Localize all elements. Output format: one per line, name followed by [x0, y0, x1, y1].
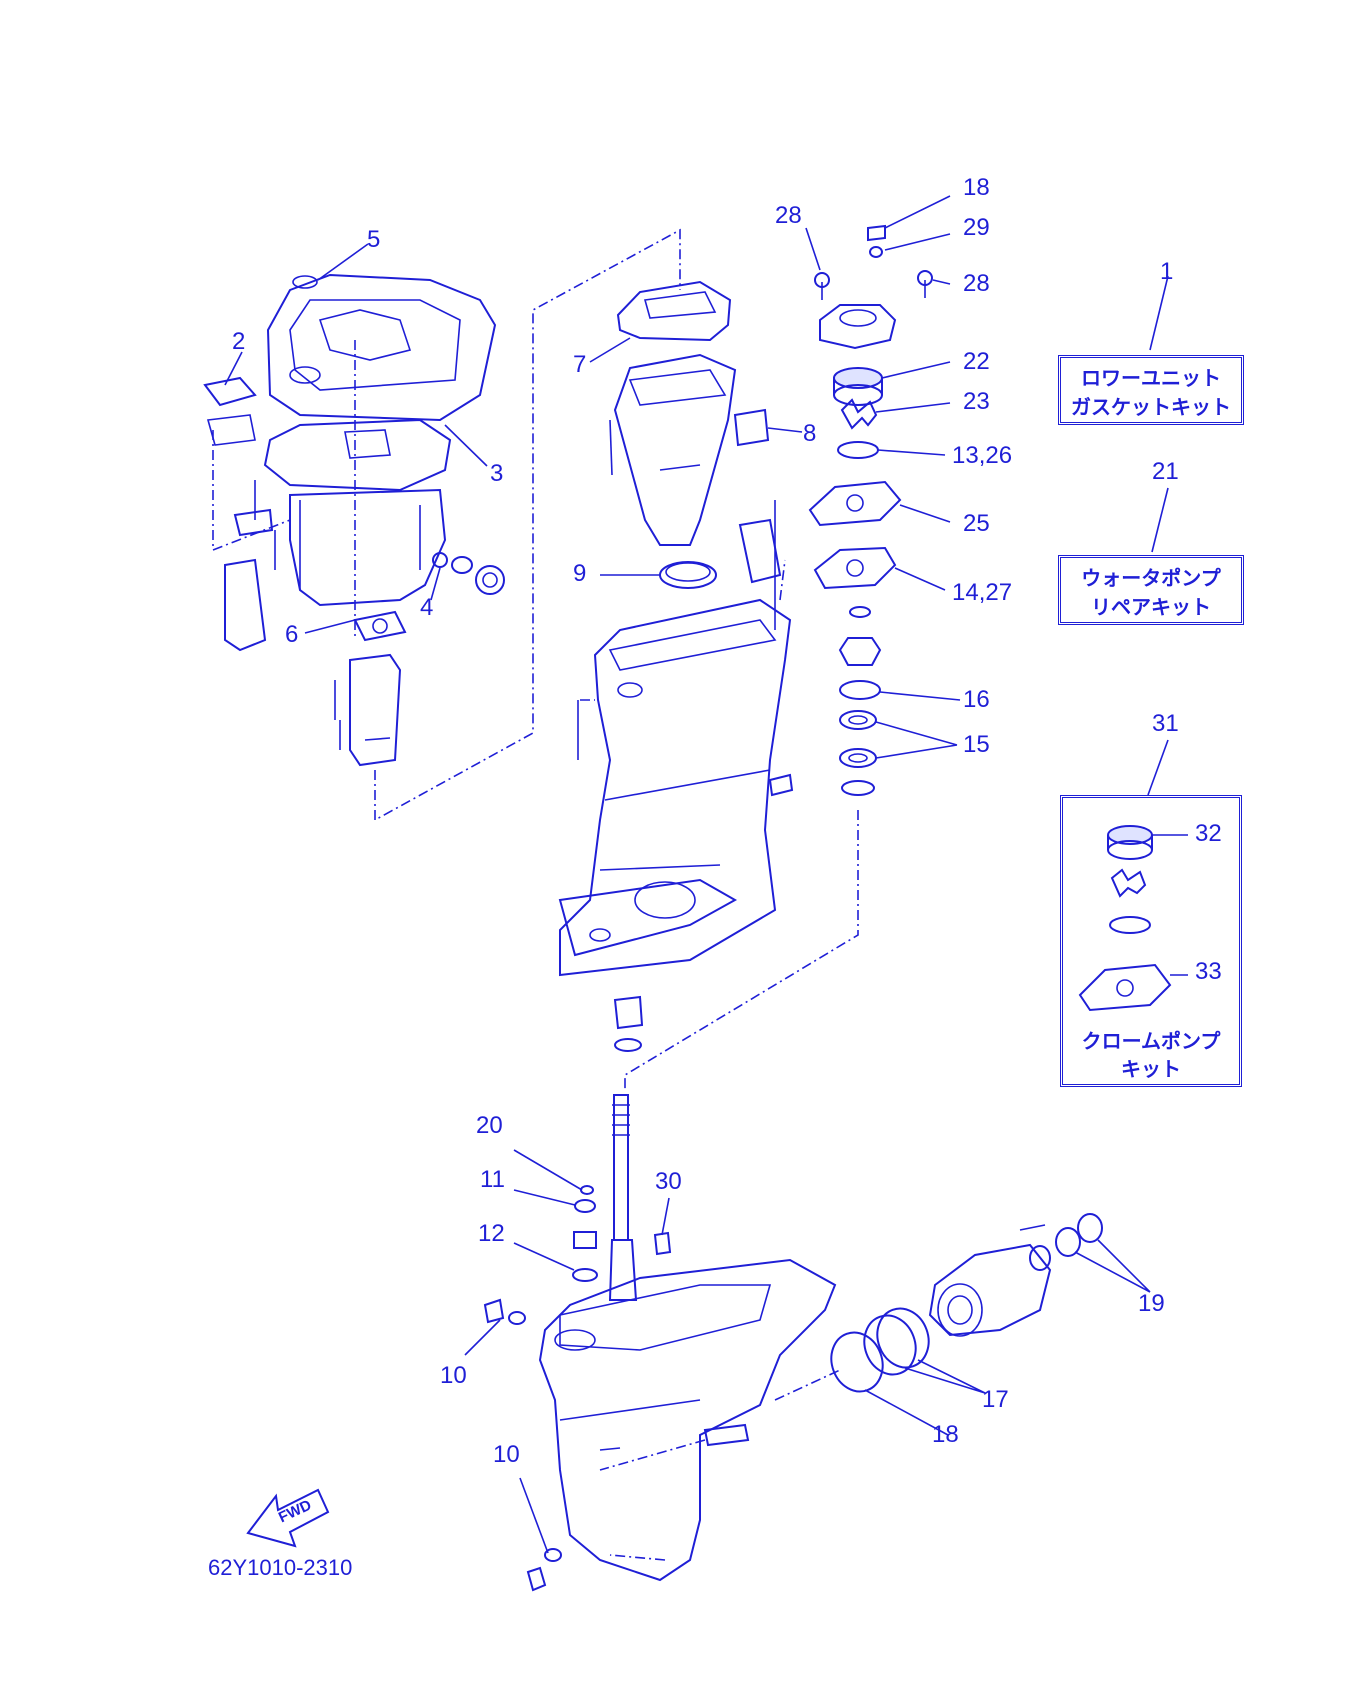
water-pump-stack [624, 224, 933, 1090]
gasket-kit-line2: ガスケットキット [1071, 395, 1231, 419]
callout-18: 18 [932, 1421, 959, 1448]
callout-10-upper: 10 [440, 1362, 467, 1389]
callout-31: 31 [1152, 710, 1179, 737]
chrome-pump-kit-line1: クロームポンプ [1081, 1029, 1221, 1053]
gasket-kit-box: ロワーユニット ガスケットキット [1058, 355, 1244, 425]
callout-24: 18 [963, 174, 990, 201]
callout-21: 21 [1152, 458, 1179, 485]
callout-22: 22 [963, 348, 990, 375]
callout-20: 20 [476, 1112, 503, 1139]
callout-32: 32 [1195, 820, 1222, 847]
drive-shaft-housing [558, 559, 794, 1052]
callout-5: 5 [367, 226, 381, 253]
center-upper-group [609, 280, 782, 630]
callout-25: 25 [963, 510, 990, 537]
water-pump-kit-line1: ウォータポンプ [1081, 566, 1221, 590]
fwd-arrow-icon [246, 1488, 330, 1548]
upper-casing-group [203, 228, 681, 822]
water-pump-kit-box: ウォータポンプ リペアキット [1058, 555, 1244, 625]
callout-28-top: 28 [775, 202, 802, 229]
callout-2: 2 [232, 328, 246, 355]
callout-8: 8 [803, 420, 817, 447]
callout-30: 30 [655, 1168, 682, 1195]
drawing-code: 62Y1010-2310 [208, 1555, 353, 1580]
leader-lines [224, 195, 1188, 1554]
callout-19: 19 [1138, 1290, 1165, 1317]
callout-23: 23 [963, 388, 990, 415]
chrome-pump-kit-parts [1078, 825, 1172, 1012]
chrome-pump-kit-line2: キット [1121, 1057, 1181, 1081]
callout-13-26: 13,26 [952, 442, 1013, 469]
callout-10-lower: 10 [493, 1441, 520, 1468]
callout-29: 29 [963, 214, 990, 241]
callout-1: 1 [1160, 258, 1174, 285]
callout-4: 4 [420, 594, 434, 621]
callout-16: 16 [963, 686, 990, 713]
water-pump-kit-line2: リペアキット [1091, 595, 1211, 619]
callout-33: 33 [1195, 958, 1222, 985]
lower-unit-group [483, 1094, 1103, 1592]
callout-6: 6 [285, 621, 299, 648]
callout-17: 17 [982, 1386, 1009, 1413]
callout-28-right: 28 [963, 270, 990, 297]
callout-7: 7 [573, 351, 587, 378]
callout-11: 11 [480, 1166, 505, 1193]
callout-9: 9 [573, 560, 587, 587]
chrome-pump-kit-box: クロームポンプ キット [1060, 795, 1242, 1087]
callout-14-27: 14,27 [952, 579, 1013, 606]
callout-12: 12 [478, 1220, 505, 1247]
callout-3: 3 [490, 460, 504, 487]
gasket-kit-line1: ロワーユニット [1081, 366, 1221, 390]
callout-15: 15 [963, 731, 990, 758]
